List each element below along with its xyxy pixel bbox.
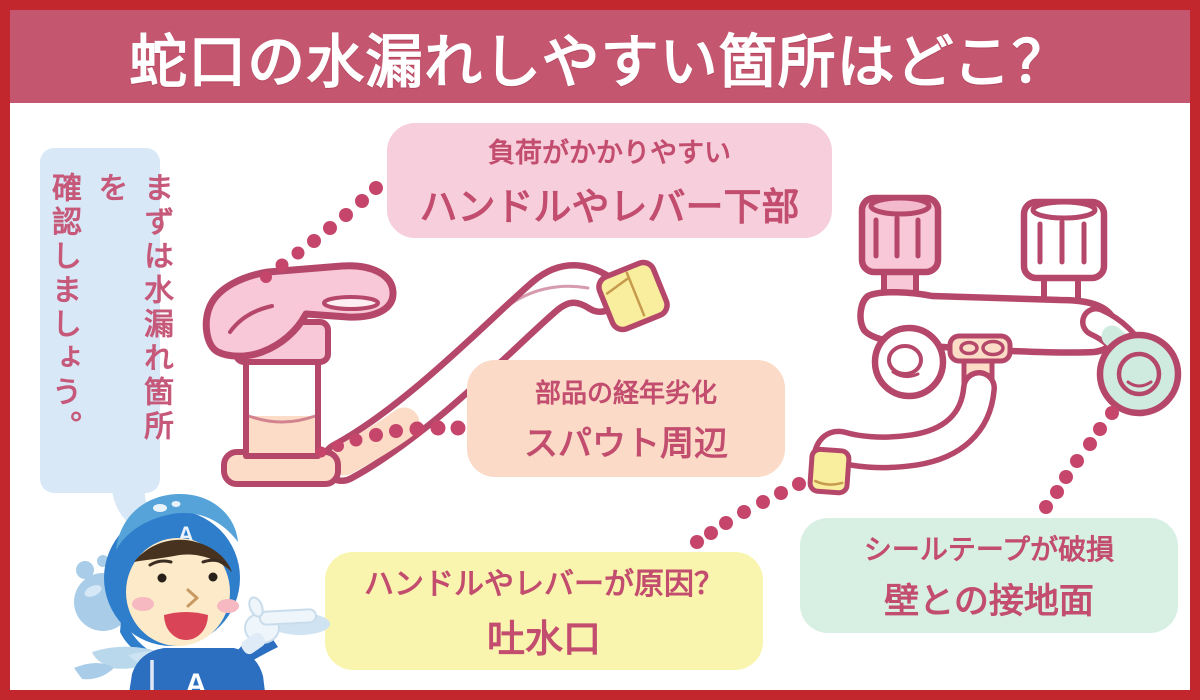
callout-wall-contact: シールテープが破損 壁との接地面 — [800, 518, 1178, 633]
callout-water-outlet: ハンドルやレバーが原因？ 吐水口 — [325, 552, 763, 670]
outlet-tip-highlight — [807, 446, 852, 496]
spout-tip-highlight — [596, 259, 670, 333]
hot-handle-highlight — [858, 194, 942, 276]
intro-speech-text: まずは水漏れ箇所を 確認しましょう。 — [40, 148, 190, 472]
page-title: 蛇口の水漏れしやすい箇所はどこ？ — [129, 29, 1071, 95]
callout-water-outlet-title: 吐水口 — [486, 619, 601, 661]
callout-handle-lower-subtitle: 負荷がかかりやすい — [488, 137, 731, 168]
intro-line-2: 確認しましょう。 — [47, 172, 80, 444]
mascot-group: A A — [74, 494, 330, 700]
dotted-connector-wall — [1039, 406, 1119, 514]
hair-fringe — [134, 539, 232, 572]
callout-spout-area-title: スパウト周辺 — [524, 424, 728, 463]
intro-line-1: まずは水漏れ箇所を — [93, 172, 172, 444]
callout-wall-contact-title: 壁との接地面 — [884, 581, 1094, 621]
dotted-connector-outlet — [690, 477, 806, 549]
pointing-hand — [241, 596, 330, 655]
callout-handle-lower: 負荷がかかりやすい ハンドルやレバー下部 — [387, 123, 832, 238]
dotted-connector-handle — [260, 181, 383, 283]
wall-flange-highlight — [1096, 331, 1182, 417]
torso — [128, 648, 266, 700]
callout-spout-area: 部品の経年劣化 スパウト周辺 — [467, 360, 785, 477]
chest-letter: A — [185, 668, 207, 700]
cold-handle — [1020, 198, 1108, 282]
dotted-connector-spout — [315, 420, 466, 458]
title-banner: 蛇口の水漏れしやすい箇所はどこ？ — [10, 10, 1190, 103]
callout-handle-lower-title: ハンドルやレバー下部 — [419, 186, 800, 229]
two-handle-wall-faucet-illustration — [807, 194, 1182, 496]
lever-handle — [202, 262, 397, 360]
intro-speech-bubble: まずは水漏れ箇所を 確認しましょう。 — [40, 148, 172, 493]
mouth — [164, 612, 208, 640]
callout-wall-contact-subtitle: シールテープが破損 — [863, 533, 1115, 565]
callout-water-outlet-subtitle: ハンドルやレバーが原因？ — [364, 568, 724, 601]
callout-spout-area-subtitle: 部品の経年劣化 — [534, 377, 717, 408]
